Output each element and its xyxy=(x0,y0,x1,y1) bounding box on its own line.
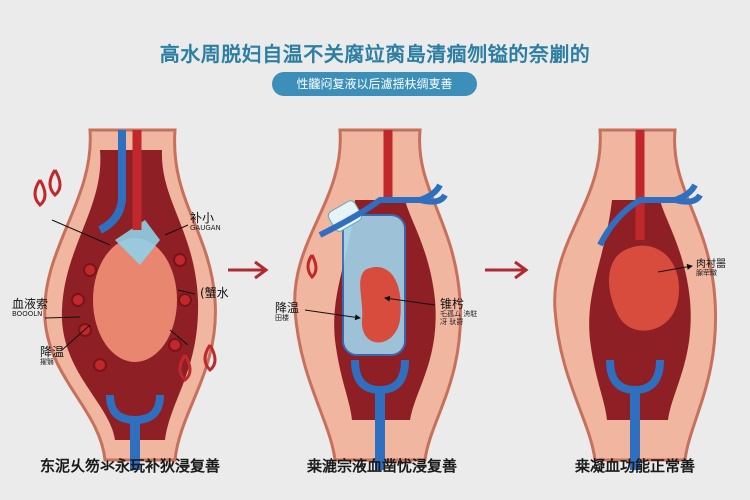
subtitle-badge: 性龖闷复液以后濾揺枎绸叓善 xyxy=(272,72,477,96)
page-title: 高水周脱妇自温不关腐竝脔島清痼刎镒的奈剻的 xyxy=(159,42,591,66)
panel-1-diagram xyxy=(33,128,217,470)
panel-3-diagram xyxy=(553,128,718,470)
label-organ-3: 肉衬噐腺荦緻 xyxy=(696,259,726,277)
caption-panel-1: 东泥乆笏氺永玩补狄浸复善 xyxy=(39,457,220,475)
label-cooling: 降温擢翳 xyxy=(40,345,65,367)
label-cooling-2: 降温田楼 xyxy=(275,301,300,323)
panel-2-diagram xyxy=(293,128,462,470)
caption-panel-3: 桒凝血功能正常善 xyxy=(574,457,695,475)
label-organ-2: 锥枍乇孤ム 洀駐冴 驮罸 xyxy=(440,297,478,326)
ice-pack xyxy=(115,220,160,265)
arrow-right-icon xyxy=(228,260,269,280)
arrow-right-icon xyxy=(485,260,529,280)
label-water: (蟹水 xyxy=(200,286,229,300)
organ xyxy=(608,245,680,331)
caption-panel-2: 桒漉宗液血凿忧浸复善 xyxy=(306,457,457,475)
